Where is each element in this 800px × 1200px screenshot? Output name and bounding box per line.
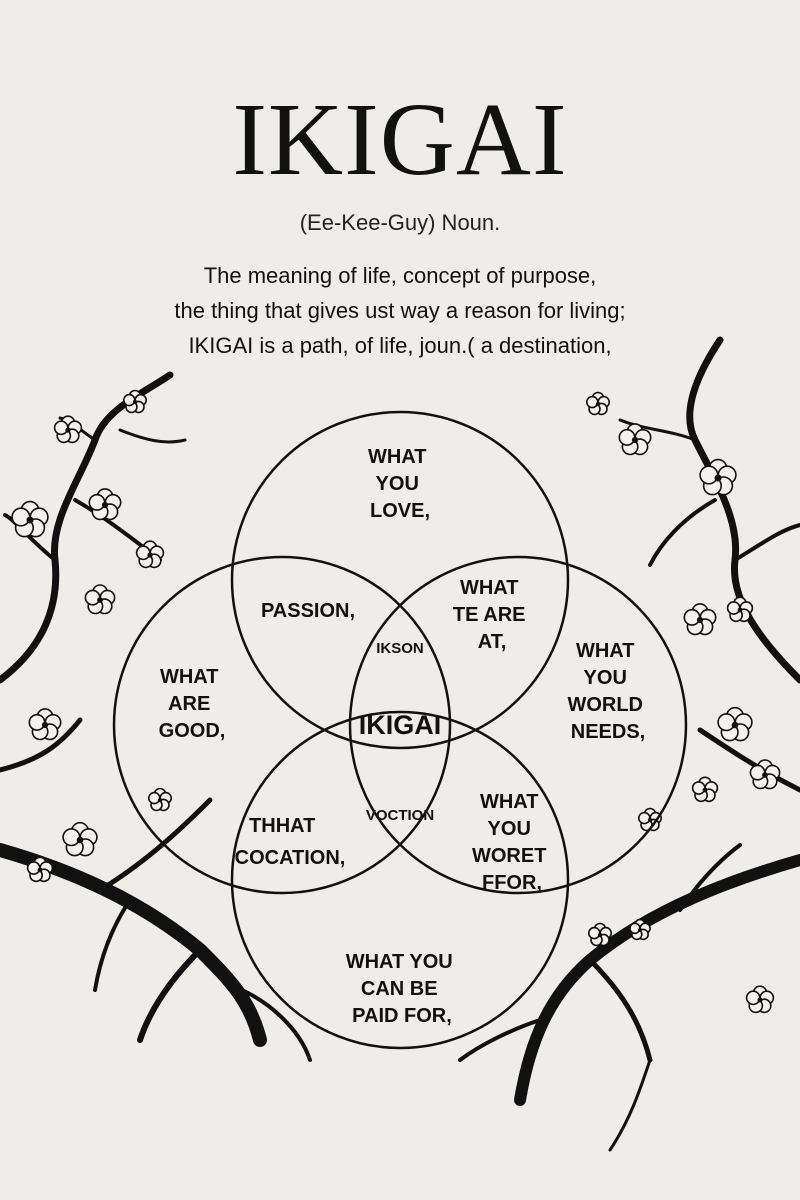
blossom-flower-icon [53,415,83,444]
top-left-overlap-label: PASSION, [261,600,355,622]
blossom-flower-icon [717,706,753,742]
blossom-flower-icon [749,759,781,790]
blossom-flower-icon [135,540,165,569]
circle-good [112,555,452,895]
bottom-right-overlap-label: WHAT YOU WORET FFOR, [472,791,552,894]
blossom-flower-icon [618,423,652,456]
circle-top-label: WHAT YOU LOVE, [368,446,432,522]
circle-left-label: WHAT ARE GOOD, [159,666,226,742]
blossom-flower-icon [637,807,663,832]
blossom-flower-icon [88,488,122,521]
center-top-label: IKSON [376,640,424,657]
blossom-flower-icon [683,603,717,636]
circle-paid [230,710,570,1050]
blossom-flower-icon [629,918,651,941]
circle-needs [348,555,688,895]
blossom-flower-icon [28,708,62,741]
page-title: IKIGAI [232,82,568,197]
center-top-segment [0,0,800,678]
blossom-flower-icon [123,389,147,414]
blossom-flower-icon [84,584,116,615]
blossom-branch-right [458,336,800,1152]
center-label: IKIGAI [359,710,442,740]
blossom-flower-icon [62,821,98,857]
cherry-blossoms [11,389,781,1014]
top-right-overlap-label: WHAT TE ARE AT, [453,577,531,653]
blossom-flower-icon [745,985,775,1014]
blossom-flower-icon [585,391,611,416]
circle-love [230,410,570,750]
description-line: IKIGAI is a path, of life, joun.( a dest… [188,333,612,358]
circle-bottom-label: WHAT YOU CAN BE PAID FOR, [346,951,459,1027]
description-line: The meaning of life, concept of purpose, [203,263,597,288]
bottom-left-overlap-label: THHAT COCATION, [235,815,346,869]
blossom-flower-icon [587,922,613,947]
blossom-flower-icon [26,856,54,883]
pronunciation: (Ee-Kee-Guy) Noun. [299,210,501,235]
blossom-flower-icon [726,596,754,623]
blossom-flower-icon [11,500,49,538]
blossom-flower-icon [699,458,737,496]
blossom-flower-icon [148,787,172,812]
circle-right-label: WHAT YOU WORLD NEEDS, [567,640,648,743]
center-bottom-label: VOCTION [366,807,434,824]
description: The meaning of life, concept of purpose,… [0,258,800,363]
blossom-flower-icon [691,776,719,803]
description-line: the thing that gives ust way a reason fo… [174,298,626,323]
